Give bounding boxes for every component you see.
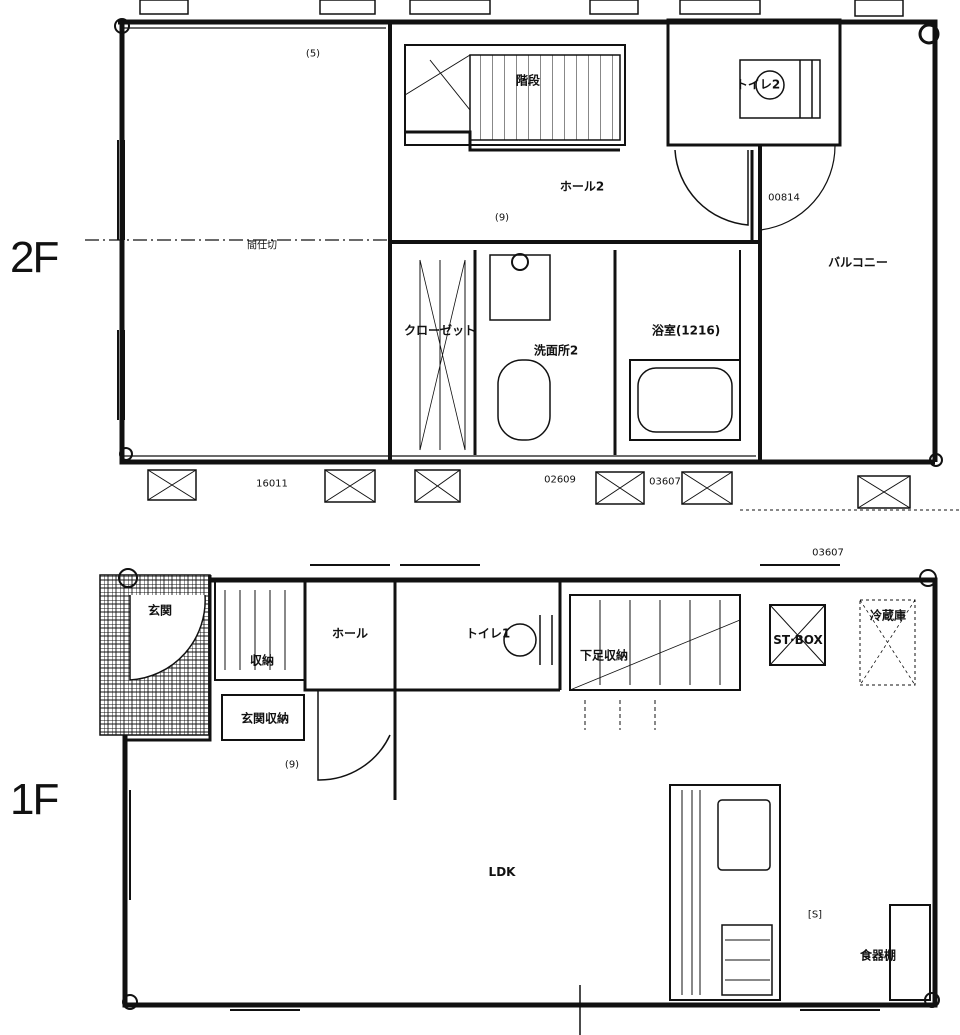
room-toilet-2: トイレ2	[735, 77, 781, 92]
room-stairs-2: 階段	[515, 73, 541, 88]
room-entrance: 玄関	[147, 603, 173, 618]
first-floor-plan	[99, 564, 940, 1035]
tag-room-mark: (5)	[305, 48, 321, 60]
tag-window-c: 03607	[649, 476, 681, 488]
room-pantry: 食器棚	[859, 948, 897, 963]
tag-window-a: 16011	[256, 478, 288, 490]
room-washroom-2: 洗面所2	[533, 343, 579, 358]
room-entrance-storage: 玄関収納	[240, 711, 290, 726]
room-balcony: バルコニー	[828, 255, 888, 270]
tag-hall-mark-1: (9)	[284, 759, 300, 771]
second-floor-outer-wall	[118, 19, 938, 465]
second-floor-plan	[85, 0, 960, 511]
room-toilet-1: トイレ1	[465, 626, 511, 641]
room-under-storage: 下足収納	[579, 648, 629, 663]
tag-window-b: 02609	[544, 474, 576, 486]
tag-window-1f: 03607	[812, 547, 844, 559]
first-floor-outer-wall	[122, 577, 938, 1008]
tag-hall-mark-2: (9)	[494, 212, 510, 224]
room-ldk: LDK	[488, 865, 516, 879]
tag-partition: 間仕切	[247, 240, 277, 252]
tag-door: 00814	[768, 192, 800, 204]
room-hall-1: ホール	[331, 626, 369, 641]
tag-ldk-mark: [S]	[807, 909, 823, 921]
room-fridge: 冷蔵庫	[869, 608, 907, 623]
room-closet: クローゼット	[403, 323, 477, 338]
room-st-box: ST·BOX	[773, 633, 823, 647]
floor-label-2f: 2F	[10, 233, 59, 282]
floor-label-1f: 1F	[10, 775, 59, 824]
room-storage: 収納	[249, 653, 275, 668]
room-bath: 浴室(1216)	[651, 323, 721, 338]
room-hall-2: ホール2	[559, 179, 605, 194]
